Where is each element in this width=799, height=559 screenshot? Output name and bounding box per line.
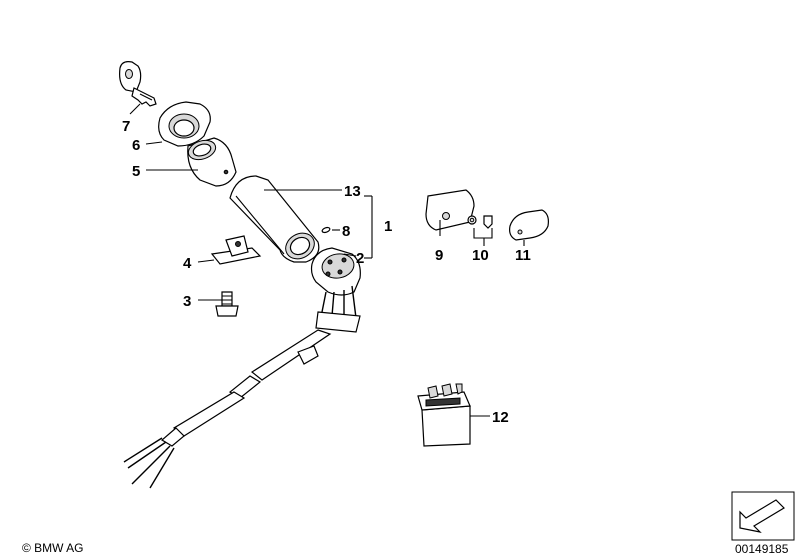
cover-plate-part[interactable] [425, 189, 475, 231]
small-screws-part[interactable] [467, 215, 493, 229]
callout-9: 9 [435, 247, 443, 264]
bracket-part[interactable] [210, 235, 262, 265]
callout-5: 5 [132, 163, 140, 180]
lock-cylinder-part[interactable] [186, 137, 237, 187]
callout-3: 3 [183, 293, 191, 310]
ignition-switch-part[interactable] [310, 247, 361, 296]
callout-11: 11 [515, 247, 531, 264]
copyright-block: © BMW AG [22, 541, 84, 555]
callout-7: 7 [122, 118, 130, 135]
view-direction-icon [731, 491, 795, 541]
key-part[interactable] [119, 61, 157, 107]
callout-labels: 7 6 5 13 8 1 2 4 3 9 10 11 12 [122, 118, 531, 426]
callout-2: 2 [356, 250, 364, 267]
callout-12: 12 [492, 409, 509, 426]
wiring-harness-part[interactable] [123, 285, 361, 489]
pin-part[interactable] [321, 226, 331, 234]
callout-13: 13 [344, 183, 361, 200]
screw-part[interactable] [215, 291, 239, 317]
callout-10: 10 [472, 247, 489, 264]
callout-4: 4 [183, 255, 192, 272]
callout-8: 8 [342, 223, 350, 240]
copyright-text: © BMW AG [22, 541, 84, 555]
leader-lines [129, 103, 525, 417]
relay-module-part[interactable] [417, 383, 471, 447]
diagram-number: 00149185 [735, 542, 789, 556]
callout-1: 1 [384, 218, 392, 235]
sleeve-tube-part[interactable] [229, 175, 320, 264]
callout-6: 6 [132, 137, 140, 154]
lock-bezel-part[interactable] [158, 101, 211, 147]
cap-part[interactable] [509, 209, 549, 241]
